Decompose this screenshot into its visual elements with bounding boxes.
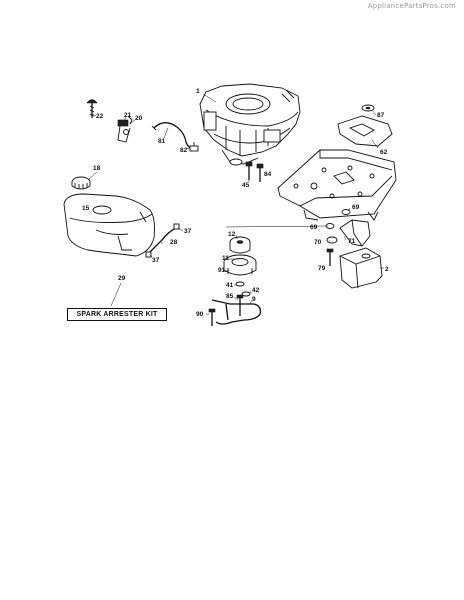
callout-90: 90 xyxy=(196,311,204,318)
callout-labels: 1 22 21 20 81 82 87 62 18 15 45 84 69 69… xyxy=(82,88,389,318)
part-41-washer[interactable] xyxy=(235,281,245,287)
leader-lines xyxy=(87,93,384,315)
chassis-mounting-plate[interactable] xyxy=(277,149,397,221)
callout-9: 9 xyxy=(252,296,256,303)
part-71-exhaust-pipe[interactable] xyxy=(339,219,371,247)
callout-45: 45 xyxy=(242,182,250,189)
part-62-heat-shield[interactable] xyxy=(337,115,393,147)
callout-41: 41 xyxy=(226,282,234,289)
callout-37-upper: 37 xyxy=(184,228,192,235)
part-11-clutch[interactable] xyxy=(223,254,257,276)
part-82-fitting[interactable] xyxy=(189,142,199,152)
part-22-pin[interactable] xyxy=(86,99,98,119)
part-18-fuel-cap[interactable] xyxy=(71,176,91,190)
part-12-pulley[interactable] xyxy=(229,236,251,254)
callout-70: 70 xyxy=(314,239,322,246)
part-81-fuel-line[interactable] xyxy=(151,122,195,151)
callout-91: 91 xyxy=(218,267,226,274)
callout-29: 29 xyxy=(118,275,126,282)
callout-84: 84 xyxy=(264,171,272,178)
part-42-washer[interactable] xyxy=(241,291,251,297)
engine[interactable] xyxy=(199,83,301,166)
callout-87: 87 xyxy=(377,112,385,119)
callout-79: 79 xyxy=(318,265,326,272)
callout-21: 21 xyxy=(124,112,132,119)
part-28-fuel-line[interactable] xyxy=(145,223,180,258)
part-79-bolt[interactable] xyxy=(326,248,334,266)
callout-1: 1 xyxy=(196,88,200,95)
callout-2: 2 xyxy=(385,266,389,273)
callout-69-lower: 69 xyxy=(310,224,318,231)
part-70-gasket[interactable] xyxy=(326,236,338,244)
callout-85: 85 xyxy=(226,293,234,300)
part-2-muffler[interactable] xyxy=(339,247,383,289)
part-45-bolt[interactable] xyxy=(245,161,253,180)
part-90-bolt[interactable] xyxy=(208,308,216,326)
callout-28: 28 xyxy=(170,239,178,246)
part-21-throttle-bracket[interactable] xyxy=(117,115,133,143)
callout-71: 71 xyxy=(348,238,356,245)
part-85-bolt[interactable] xyxy=(236,294,244,316)
callout-42: 42 xyxy=(252,287,260,294)
callout-12: 12 xyxy=(228,231,236,238)
callout-15: 15 xyxy=(82,205,90,212)
callout-82: 82 xyxy=(180,147,188,154)
part-15-fuel-tank[interactable] xyxy=(63,193,155,257)
callout-81: 81 xyxy=(158,138,166,145)
part-9-belt-guide[interactable] xyxy=(211,299,262,325)
part-84-bolt[interactable] xyxy=(256,163,264,182)
callout-69-upper: 69 xyxy=(352,204,360,211)
callout-20: 20 xyxy=(135,115,143,122)
callout-11: 11 xyxy=(222,255,229,262)
part-87-grommet[interactable] xyxy=(361,104,375,112)
watermark: AppliancePartsPros.com xyxy=(367,2,456,10)
callout-62: 62 xyxy=(380,149,388,156)
spark-arrester-kit-label[interactable]: SPARK ARRESTER KIT xyxy=(67,308,167,321)
callout-37-lower: 37 xyxy=(152,257,160,264)
callout-22: 22 xyxy=(96,113,104,120)
callout-18: 18 xyxy=(93,165,101,172)
